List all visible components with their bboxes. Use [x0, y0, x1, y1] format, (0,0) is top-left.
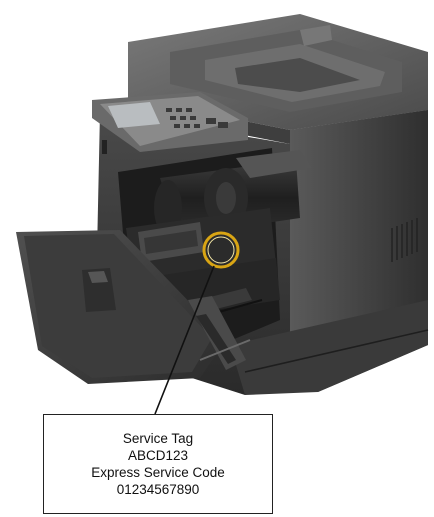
service-tag-title: Service Tag	[122, 431, 194, 446]
front-door	[16, 230, 251, 384]
door-handle-recess	[82, 268, 116, 312]
side-vent	[391, 218, 418, 262]
express-service-code-title: Express Service Code	[91, 465, 225, 480]
express-service-code-value: 01234567890	[116, 482, 200, 497]
service-tag-value: ABCD123	[127, 448, 189, 463]
open-cavity	[118, 148, 312, 340]
service-tag-label: Service Tag ABCD123 Express Service Code…	[43, 414, 273, 514]
service-tag-location-ring	[202, 231, 240, 269]
control-panel	[92, 92, 248, 152]
usb-port	[102, 140, 107, 154]
keypad	[166, 108, 228, 128]
callout-line	[154, 265, 215, 415]
touch-screen	[108, 102, 160, 128]
